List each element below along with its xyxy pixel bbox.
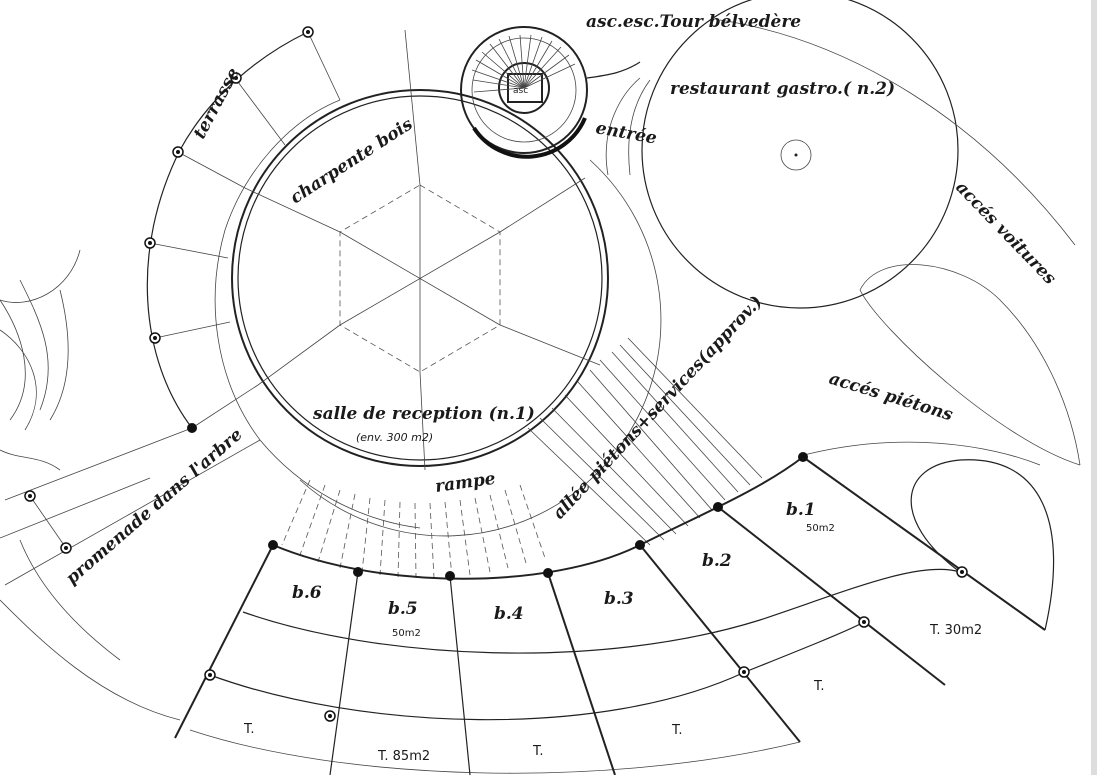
- ring-node-center: [742, 670, 746, 674]
- restaurant-circle: [641, 0, 959, 309]
- ring-node-center: [153, 336, 157, 340]
- post-node: [353, 567, 363, 577]
- elevator-label: asc: [513, 86, 528, 96]
- terrace-mid-arc: [214, 99, 341, 441]
- car-road-edge: [719, 19, 1076, 246]
- boutique-inner-arc: [272, 456, 804, 580]
- ring-node-center: [328, 714, 332, 718]
- unit-area: 50m2: [392, 628, 421, 639]
- terrace-unit-label: T.: [671, 723, 683, 738]
- ring-node-center: [176, 150, 180, 154]
- gallery-arc-2: [259, 439, 421, 529]
- elevator-shaft: [507, 73, 543, 103]
- terrace-arc: [209, 621, 865, 721]
- terrace-unit-label: T.: [243, 722, 255, 737]
- post-node: [713, 502, 723, 512]
- ring-node-center: [234, 76, 238, 80]
- post-node: [635, 540, 645, 550]
- gallery-arc: [299, 159, 662, 537]
- reception-area-label: (env. 300 m2): [356, 431, 433, 444]
- terrace-outer-arc: [146, 31, 309, 429]
- terrace-unit-label: T. 30m2: [929, 623, 982, 638]
- post-node: [798, 452, 808, 462]
- post-node: [268, 540, 278, 550]
- ramp-hatching: [281, 479, 546, 579]
- terrace-unit-label: T. 85m2: [377, 749, 430, 764]
- unit-label: b.3: [604, 589, 634, 609]
- reception-hall-label: salle de reception (n.1): [312, 404, 535, 424]
- terrace-unit-label: T.: [813, 679, 825, 694]
- structure-nodes: [24, 26, 968, 722]
- tower-outer: [460, 26, 588, 154]
- terrace-unit-label: T.: [532, 744, 544, 759]
- alley-hatching: [527, 337, 763, 546]
- ring-node-center: [960, 570, 964, 574]
- post-node: [445, 571, 455, 581]
- unit-label: b.6: [292, 583, 322, 603]
- ring-node-center: [862, 620, 866, 624]
- post-node: [543, 568, 553, 578]
- tower-stair: [471, 34, 576, 93]
- boutique-mid-arc: [242, 568, 961, 654]
- tower-label: asc.esc.Tour bélvedère: [586, 12, 801, 32]
- tree-sketch: [0, 249, 181, 721]
- post-node: [187, 423, 197, 433]
- car-road-edge-2: [859, 264, 1081, 466]
- unit-area: 50m2: [806, 523, 835, 534]
- ring-node-center: [306, 30, 310, 34]
- ring-node-center: [208, 673, 212, 677]
- hall-outer-ring: [231, 89, 609, 467]
- unit-label: b.2: [702, 551, 732, 571]
- unit-label: b.1: [786, 500, 816, 520]
- restaurant-label: restaurant gastro.( n.2): [670, 79, 895, 99]
- unit-label: b.5: [388, 599, 418, 619]
- unit-label: b.4: [494, 604, 524, 624]
- tower-wall: [472, 117, 587, 159]
- hall-inner-ring: [237, 95, 603, 461]
- ring-node-center: [64, 546, 68, 550]
- ring-node-center: [28, 494, 32, 498]
- ring-node-center: [148, 241, 152, 245]
